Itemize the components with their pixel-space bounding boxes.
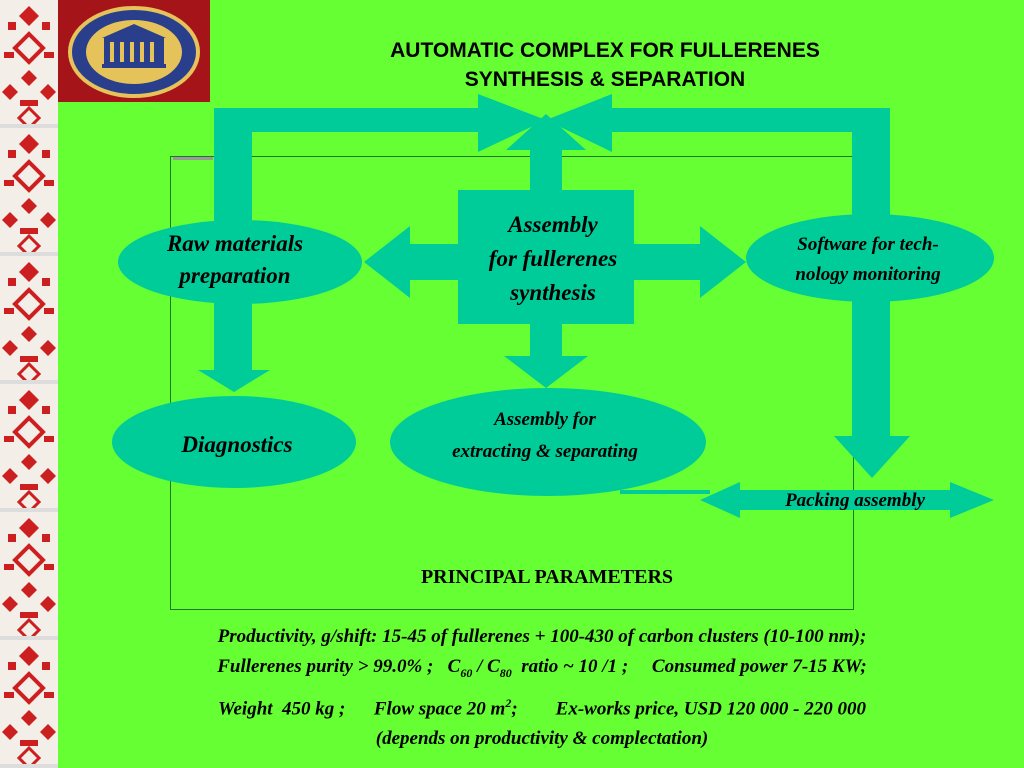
packing-label: Packing assembly xyxy=(785,490,925,511)
ornamental-border xyxy=(0,0,58,768)
title-line-2: SYNTHESIS & SEPARATION xyxy=(464,68,746,91)
raw-label-line2: preparation xyxy=(179,263,291,288)
param-ratio-power: ratio ~ 10 /1 ; Consumed power 7-15 KW; xyxy=(511,656,867,677)
assembly-box xyxy=(458,190,634,324)
top-right-flow-arrow xyxy=(546,94,890,232)
assembly-synthesis-label: Assembly for fullerenes synthesis xyxy=(458,208,648,310)
assembly-label-line1: Assembly xyxy=(508,212,598,237)
raw-to-diagnostics-arrow xyxy=(198,300,270,392)
software-label: Software for tech- nology monitoring xyxy=(752,230,984,290)
param-line-note: (depends on productivity & complectation… xyxy=(375,728,709,750)
software-down-arrow xyxy=(834,298,910,478)
param-weight-text: Weight 450 kg ; Flow space 20 m xyxy=(218,698,506,720)
assembly-label-line2: for fullerenes xyxy=(488,246,618,271)
assembly-down-arrow xyxy=(504,324,588,388)
parameters-heading: PRINCIPAL PARAMETERS xyxy=(420,566,674,588)
academy-logo xyxy=(58,0,210,102)
frame-marker xyxy=(173,157,213,160)
extract-to-packing-bar xyxy=(620,490,710,494)
assembly-label-line3: synthesis xyxy=(510,280,596,305)
top-left-flow-arrow xyxy=(214,94,546,232)
software-label-line1: Software for tech- xyxy=(797,234,939,255)
software-ellipse xyxy=(746,214,994,302)
right-double-arrow xyxy=(634,226,746,298)
param-c80-subscript: 80 xyxy=(499,665,512,680)
extract-ellipse xyxy=(390,388,706,496)
ornament-pattern xyxy=(0,0,58,768)
param-purity-text: Fullerenes purity > 99.0% ; C xyxy=(217,656,461,677)
parameters-text: Productivity, g/shift: 15-45 of fulleren… xyxy=(60,622,1024,754)
assembly-up-arrow xyxy=(506,114,586,190)
raw-label-line1: Raw materials xyxy=(166,231,304,256)
param-m2-superscript: 2 xyxy=(505,695,512,710)
param-c60-subscript: 60 xyxy=(460,665,473,680)
extract-label-line2: extracting & separating xyxy=(452,441,638,462)
academy-emblem xyxy=(68,6,200,98)
param-price-text: ; Ex-works price, USD 120 000 - 220 000 xyxy=(511,698,866,720)
left-double-arrow xyxy=(364,226,458,298)
diagnostics-ellipse xyxy=(112,396,356,488)
param-ratio-sep: / C xyxy=(472,656,500,677)
slide-title: AUTOMATIC COMPLEX FOR FULLERENES SYNTHES… xyxy=(260,36,950,94)
param-line-productivity: Productivity, g/shift: 15-45 of fulleren… xyxy=(217,626,867,647)
software-label-line2: nology monitoring xyxy=(795,264,941,285)
extract-label: Assembly for extracting & separating xyxy=(395,404,695,468)
packing-arrow xyxy=(700,482,994,518)
raw-materials-ellipse xyxy=(118,220,362,304)
extract-label-line1: Assembly for xyxy=(494,409,596,430)
diagnostics-label: Diagnostics xyxy=(181,432,293,457)
param-line-weight: Weight 450 kg ; Flow space 20 m2; Ex-wor… xyxy=(60,688,1024,724)
param-line-purity: Fullerenes purity > 99.0% ; C60 / C80 ra… xyxy=(60,652,1024,688)
title-line-1: AUTOMATIC COMPLEX FOR FULLERENES xyxy=(390,39,820,62)
raw-materials-label: Raw materials preparation xyxy=(125,228,345,292)
